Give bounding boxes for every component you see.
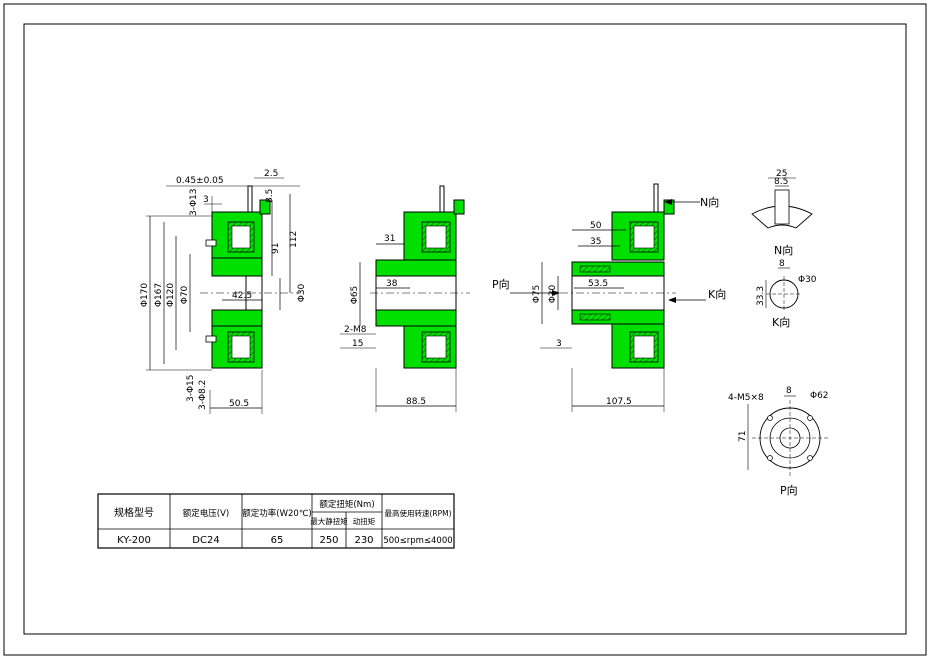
mid-width: 88.5 [406, 397, 426, 407]
right-n-arrow: N向 [700, 195, 719, 209]
p-view-label: P向 [780, 483, 798, 497]
mid-dim-15: 15 [352, 339, 363, 349]
side-lower-body [211, 309, 263, 329]
right-width: 107.5 [606, 397, 632, 407]
side-view: Φ170 Φ167 Φ120 Φ70 Φ30 0.45±0.05 3-Φ13 3… [140, 169, 307, 414]
inner-border [23, 23, 907, 635]
side-holes-top: 3-Φ13 [189, 188, 199, 216]
th-model: 规格型号 [114, 506, 154, 519]
n-view: 25 8.5 N向 [751, 169, 813, 257]
right-dim-3: 3 [556, 339, 562, 349]
side-dim-42-5: 42.5 [232, 291, 252, 301]
k-view-label: K向 [772, 315, 790, 329]
side-d70: Φ70 [180, 285, 190, 304]
n-dim-25: 25 [776, 169, 787, 179]
side-dim-8-5: 8.5 [265, 189, 275, 203]
p-dim-71: 71 [738, 431, 748, 442]
mid-dim-31: 31 [384, 234, 395, 244]
td-torque-dynamic: 230 [354, 535, 373, 546]
side-holes-bot2: 3-Φ8.2 [198, 380, 208, 410]
side-dim-2-5: 2.5 [264, 169, 278, 179]
side-d30: Φ30 [297, 283, 307, 302]
side-holes-bot1: 3-Φ15 [186, 374, 196, 402]
p-view: 4-M5×8 8 Φ62 71 P向 [728, 386, 829, 497]
k-dim-33-3: 33.3 [756, 286, 766, 306]
right-dim-53-5: 53.5 [588, 279, 608, 289]
td-power: 65 [271, 535, 284, 546]
right-dim-35: 35 [590, 237, 601, 247]
right-d30: Φ30 [548, 284, 558, 303]
td-torque-static: 250 [319, 535, 338, 546]
p-screws: 4-M5×8 [728, 393, 764, 403]
td-model: KY-200 [117, 535, 151, 546]
side-upper-flange [211, 257, 263, 277]
th-torque-dynamic: 动扭矩 [353, 516, 376, 526]
outer-border [3, 3, 927, 656]
k-d30: Φ30 [798, 275, 817, 285]
mid-tap: 2-M8 [344, 325, 367, 335]
side-dim-3: 3 [203, 195, 209, 205]
n-view-label: N向 [774, 243, 793, 257]
p-dim-8: 8 [786, 386, 792, 396]
th-power: 额定功率(W20℃) [242, 508, 311, 519]
td-speed: 500≤rpm≤4000 [383, 536, 452, 546]
p-d62: Φ62 [810, 391, 829, 401]
k-view: 8 Φ30 33.3 K向 [756, 259, 817, 329]
side-d120: Φ120 [166, 283, 176, 308]
right-p-label: P向 [492, 277, 510, 291]
side-gap: 0.45±0.05 [176, 176, 224, 186]
right-dim-50: 50 [590, 221, 602, 231]
spec-table: 规格型号 额定电压(V) 额定功率(W20℃) 额定扭矩(Nm) 最大静扭矩 动… [97, 493, 455, 549]
side-d170: Φ170 [140, 283, 150, 308]
th-voltage: 额定电压(V) [183, 508, 229, 519]
th-torque-static: 最大静扭矩 [310, 516, 348, 526]
th-speed: 最高使用转速(RPM) [384, 508, 451, 518]
n-dim-8-5: 8.5 [774, 177, 788, 187]
k-dim-8: 8 [779, 259, 785, 269]
middle-view: 31 38 Φ65 2-M8 15 88.5 [340, 185, 470, 412]
td-voltage: DC24 [192, 535, 219, 546]
mid-dim-38: 38 [386, 279, 398, 289]
side-dim-91: 91 [271, 243, 281, 254]
side-width: 50.5 [229, 399, 249, 409]
mid-d65: Φ65 [350, 286, 360, 305]
right-k-arrow: K向 [708, 287, 726, 301]
th-torque: 额定扭矩(Nm) [319, 499, 374, 510]
side-dim-112: 112 [289, 231, 299, 248]
right-view: 50 35 Φ75 Φ30 53.5 3 107.5 P向 N向 K向 [492, 183, 726, 412]
side-d167: Φ167 [154, 283, 164, 307]
right-d75: Φ75 [532, 285, 542, 304]
